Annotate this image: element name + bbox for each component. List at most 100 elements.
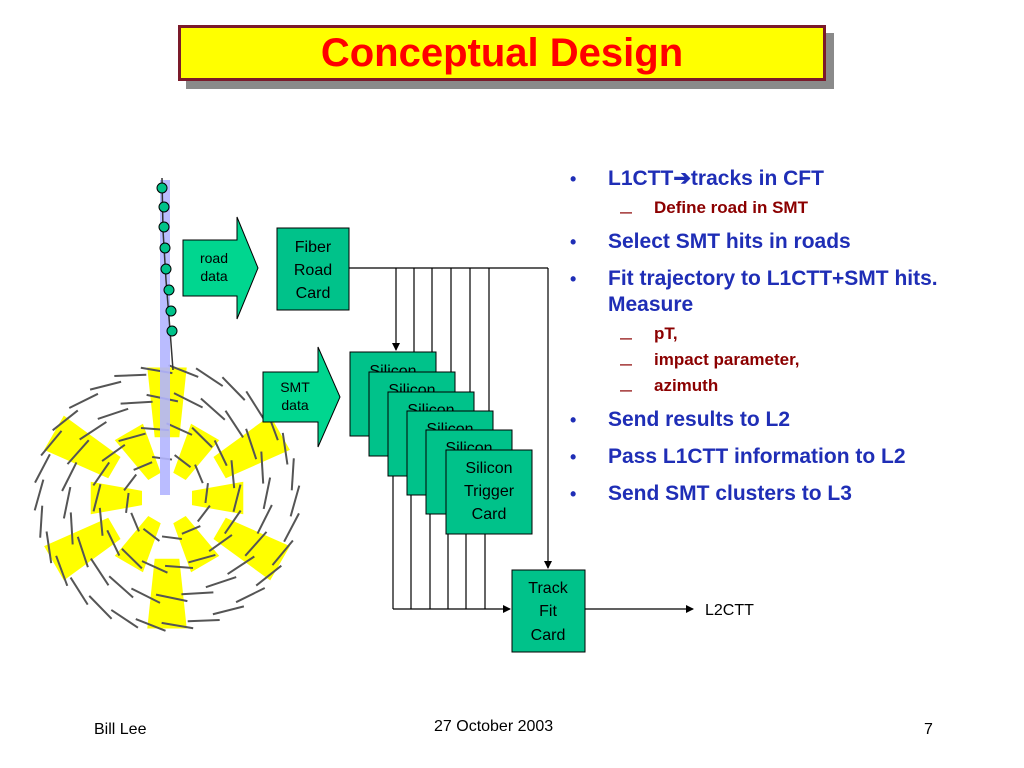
track-line [161,177,174,371]
sub-bullet-item: — pT, [570,323,990,345]
bullet-dot-icon: • [570,232,577,252]
track-hit-marker [158,201,170,213]
detector-ladder [79,421,107,441]
detector-ladder [88,595,113,620]
detector-ladder [135,618,166,632]
detector-ladder [97,407,129,420]
detector-ladder [133,461,153,471]
detector-cross-section [33,364,301,632]
bullet-dot-icon: • [570,410,577,430]
detector-ladder [290,458,295,491]
detector-ladder [164,564,194,570]
detector-ladder [245,428,258,460]
detector-ladder [69,577,89,606]
bullet-dash-icon: — [620,331,632,345]
bullet-text: azimuth [654,376,719,395]
detector-ladder [181,525,201,535]
detector-ladder [108,575,134,599]
title-box: Conceptual Design [178,25,826,81]
detector-wedge [191,481,244,515]
detector-ladder [92,484,102,512]
detector-ladder [271,539,294,566]
detector-ladder [155,593,188,603]
footer-page-number: 7 [924,721,933,738]
detector-ladder [120,400,153,405]
road-data-arrow: road data [182,216,259,320]
detector-ladder [255,564,282,587]
detector-ladder [55,555,69,587]
detector-ladder [244,531,268,557]
detector-ladder [256,504,273,535]
detector-ladder [123,473,138,491]
detector-ladder [161,535,182,540]
fiber-road-card: Fiber Road Card [276,227,350,311]
detector-ladder [141,560,168,574]
sub-bullet-item: —impact parameter, [570,349,990,371]
fiber-card-line-2: Road [294,262,332,279]
detector-ladder [130,512,140,532]
detector-ladder [245,390,265,419]
detector-ladder [69,512,74,545]
detector-ladder [181,591,214,596]
detector-ladder [230,460,236,489]
detector-ladder [213,440,228,467]
detector-ladder [196,505,211,523]
detector-ladder [130,587,161,604]
track-hit-marker [165,305,177,317]
bullet-item: •Send results to L2 [570,407,990,433]
detector-ladder [212,605,245,616]
detector-ladder [39,505,44,538]
smt-data-label-2: data [281,397,308,413]
detector-ladder [221,376,246,401]
detector-ladder [52,409,79,432]
fiber-card-line-1: Fiber [295,239,332,256]
detector-ladder [205,576,237,589]
detector-ladder [262,477,272,510]
detector-ladder [204,483,209,504]
bullet-text: pT, [654,324,678,343]
track-fit-line-1: Track [528,580,568,597]
bullet-text: L1CTT➔tracks in CFT [608,167,824,190]
bullet-text: Send SMT clusters to L3 [608,482,852,505]
detector-wedge [173,516,220,573]
detector-ladder [76,536,89,568]
detector-ladder [90,558,110,586]
detector-ladder [33,479,45,511]
sub-bullet-item: — azimuth [570,375,990,397]
detector-ladder [40,430,63,457]
detector-ladder [45,531,53,564]
detector-ladder [188,553,216,564]
track-band [160,180,170,495]
detector-ladder [118,432,146,443]
smt-data-label-1: SMT [280,379,310,395]
detector-wedge [114,516,161,573]
bullet-item: •L1CTT➔tracks in CFT [570,166,990,192]
detector-ladder [174,454,192,469]
bullet-text: Define road in SMT [654,198,808,217]
bullet-dash-icon: — [620,205,632,219]
bullet-text: impact parameter, [654,350,800,369]
detector-ladder [260,451,265,484]
detector-ladder [235,587,266,604]
detector-ladder [68,392,99,409]
detector-ladder [121,548,143,570]
bullet-item: •Pass L1CTT information to L2 [570,444,990,470]
track-hits [156,182,178,337]
bullet-item: •Send SMT clusters to L3 [570,481,990,507]
track-fit-card: Track Fit Card [511,569,586,653]
bullet-item: •Fit trajectory to L1CTT+SMT hits. Measu… [570,266,990,318]
bullet-dash-icon: — [620,383,632,397]
l2ctt-label: L2CTT [705,602,754,619]
silicon-card-6: Silicon Trigger Card [445,449,533,535]
slide-title: Conceptual Design [320,30,684,75]
bullet-dot-icon: • [570,447,577,467]
silicon-card-6-line-1: Silicon [465,460,512,477]
detector-ladder [114,373,147,378]
detector-wedge [90,481,143,515]
detector-ladder [195,367,224,387]
detector-ladder [161,621,194,630]
detector-ladder [194,464,204,484]
track-fit-line-2: Fit [539,603,557,620]
silicon-card-6-line-2: Trigger [464,483,515,500]
